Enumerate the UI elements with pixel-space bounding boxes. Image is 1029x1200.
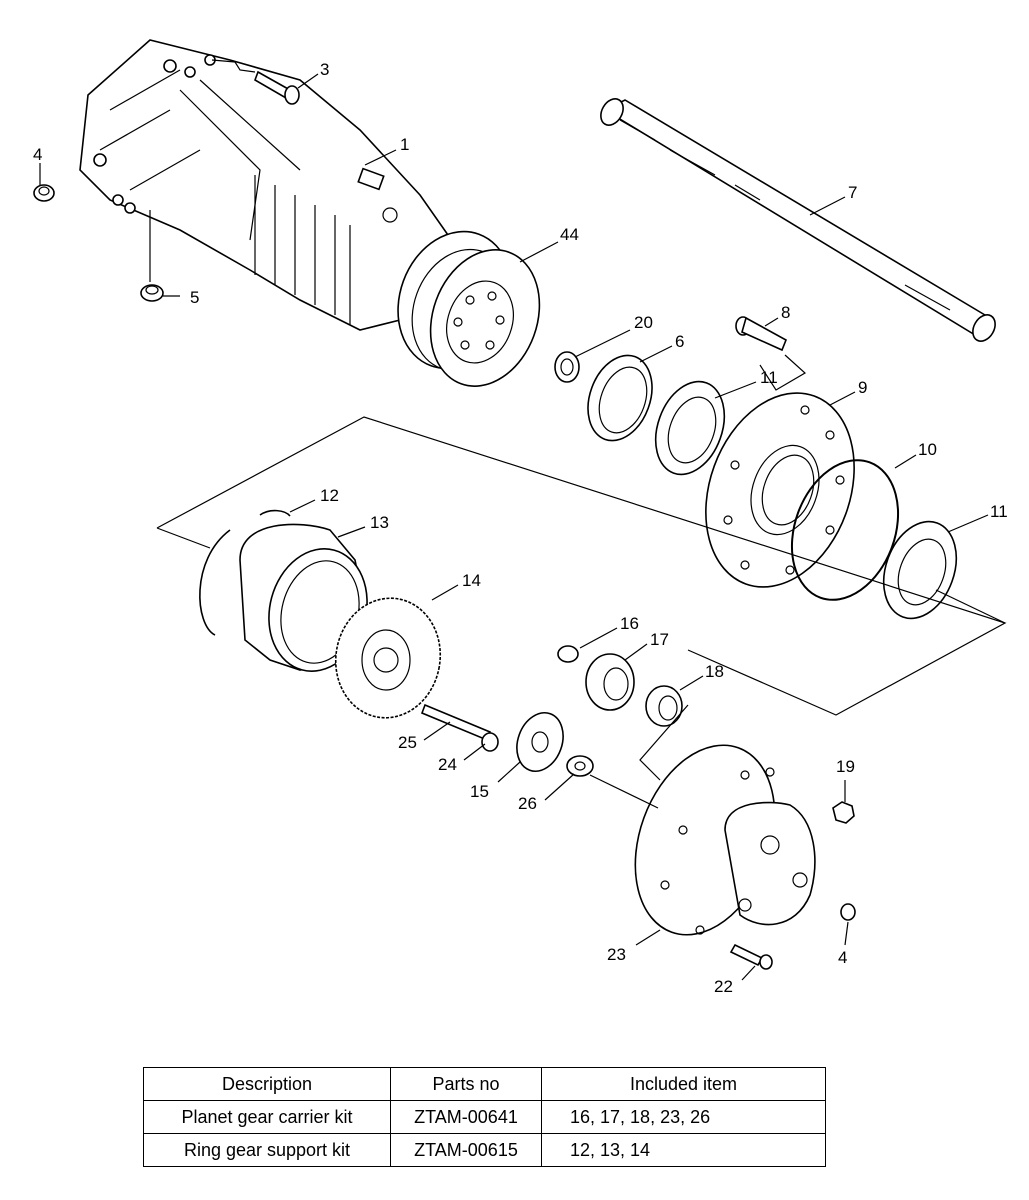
callout-11-lower: 11 [990, 502, 1008, 521]
callout-5: 5 [190, 288, 199, 307]
plug [33, 184, 55, 202]
callout-23: 23 [607, 945, 626, 964]
small-bolt [729, 943, 773, 970]
callout-44: 44 [560, 225, 579, 244]
circlip [557, 645, 579, 663]
callout-15: 15 [470, 782, 489, 801]
ring-gear-support [334, 597, 442, 719]
callout-6: 6 [675, 332, 684, 351]
callout-26: 26 [518, 794, 537, 813]
header-parts-no: Parts no [390, 1067, 542, 1101]
oil-seal [587, 354, 653, 442]
header-included-item: Included item [541, 1067, 826, 1101]
kit-parts-no: ZTAM-00615 [390, 1133, 542, 1167]
callout-11-upper: 11 [760, 368, 778, 387]
callout-22: 22 [714, 977, 733, 996]
callout-leaders [39, 73, 989, 981]
callout-24: 24 [438, 755, 457, 774]
needle-bearing [645, 685, 683, 727]
callout-7: 7 [848, 183, 857, 202]
bushing [481, 732, 499, 752]
drain-plug [140, 284, 164, 302]
table-header-row: Description Parts no Included item [143, 1067, 826, 1101]
snap-ring [199, 529, 231, 636]
header-description: Description [143, 1067, 391, 1101]
callout-14: 14 [462, 571, 481, 590]
callout-13: 13 [370, 513, 389, 532]
callout-16: 16 [620, 614, 639, 633]
washer [566, 755, 594, 777]
callout-25: 25 [398, 733, 417, 752]
callout-4-lower: 4 [838, 948, 847, 967]
spacer-ring [554, 351, 580, 383]
callout-10: 10 [918, 440, 937, 459]
table-row: Planet gear carrier kit ZTAM-00641 16, 1… [143, 1100, 826, 1134]
nut [832, 801, 855, 824]
stud [735, 316, 788, 352]
table-row: Ring gear support kit ZTAM-00615 12, 13,… [143, 1133, 826, 1167]
flange-plate [429, 249, 541, 387]
planet-carrier [634, 744, 816, 936]
bearing-lower [882, 520, 958, 620]
kit-description: Planet gear carrier kit [143, 1100, 391, 1134]
callout-18: 18 [705, 662, 724, 681]
callout-1: 1 [400, 135, 409, 154]
callout-19: 19 [836, 757, 855, 776]
kit-included-items: 16, 17, 18, 23, 26 [541, 1100, 826, 1134]
callout-17: 17 [650, 630, 669, 649]
callout-3: 3 [320, 60, 329, 79]
assembly-lines [149, 59, 1007, 809]
planet-gear [585, 653, 635, 711]
axle-shaft [600, 98, 996, 342]
kit-description: Ring gear support kit [143, 1133, 391, 1167]
bolt [254, 70, 300, 105]
kit-parts-no: ZTAM-00641 [390, 1100, 542, 1134]
exploded-parts-diagram: 1 3 4 5 44 7 8 20 6 11 9 10 11 12 13 14 … [33, 39, 1008, 996]
bearing-upper [654, 380, 726, 476]
callout-12: 12 [320, 486, 339, 505]
callout-labels: 1 3 4 5 44 7 8 20 6 11 9 10 11 12 13 14 … [33, 60, 1008, 996]
callout-4-upper: 4 [33, 145, 42, 164]
kit-table: Description Parts no Included item Plane… [143, 1067, 826, 1167]
callout-9: 9 [858, 378, 867, 397]
callout-8: 8 [781, 303, 790, 322]
thrust-washer [516, 712, 564, 772]
plug-lower [840, 903, 856, 921]
kit-included-items: 12, 13, 14 [541, 1133, 826, 1167]
o-ring [790, 459, 900, 601]
callout-20: 20 [634, 313, 653, 332]
